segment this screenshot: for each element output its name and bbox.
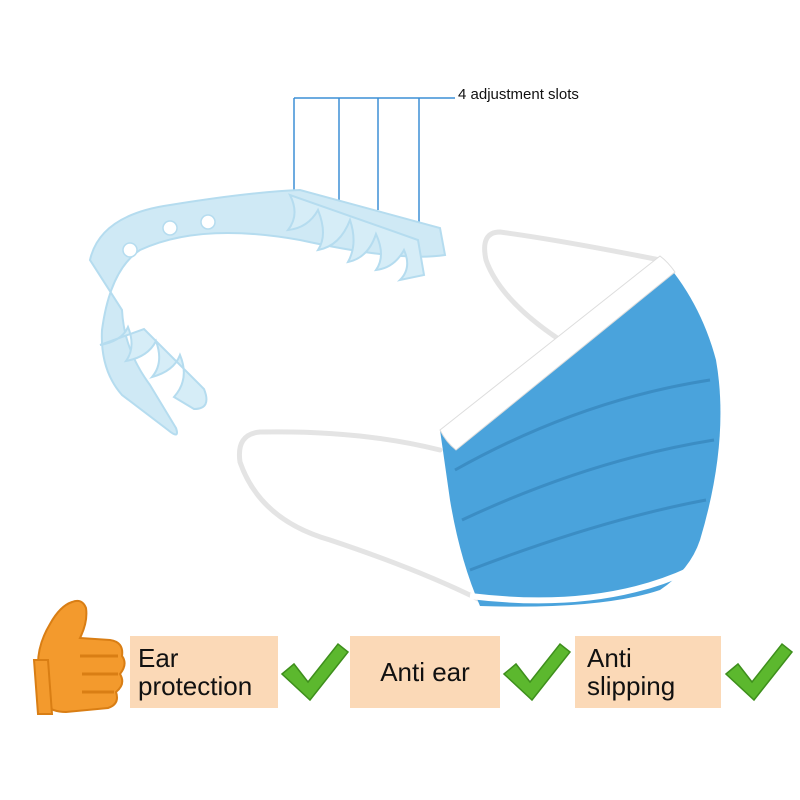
feature-text-line: Ear <box>138 643 179 673</box>
feature-text-line: slipping <box>587 671 676 701</box>
feature-anti-ear: Anti ear <box>350 636 500 708</box>
adjustment-slots-label: 4 adjustment slots <box>458 86 579 103</box>
feature-text-line: Anti ear <box>380 657 470 687</box>
surgical-mask <box>439 255 721 607</box>
ear-strap-extender <box>88 188 447 436</box>
checkmark-icon <box>502 642 572 702</box>
slot-leader-lines <box>293 97 455 225</box>
feature-text-line: protection <box>138 671 253 701</box>
checkmark-icon <box>724 642 794 702</box>
checkmark-icon <box>280 642 350 702</box>
feature-ear-protection: Ear protection <box>130 636 278 708</box>
feature-text-line: Anti <box>587 643 632 673</box>
ear-loops <box>236 229 663 603</box>
feature-anti-slipping: Anti slipping <box>575 636 721 708</box>
thumbs-up-icon <box>32 599 126 715</box>
